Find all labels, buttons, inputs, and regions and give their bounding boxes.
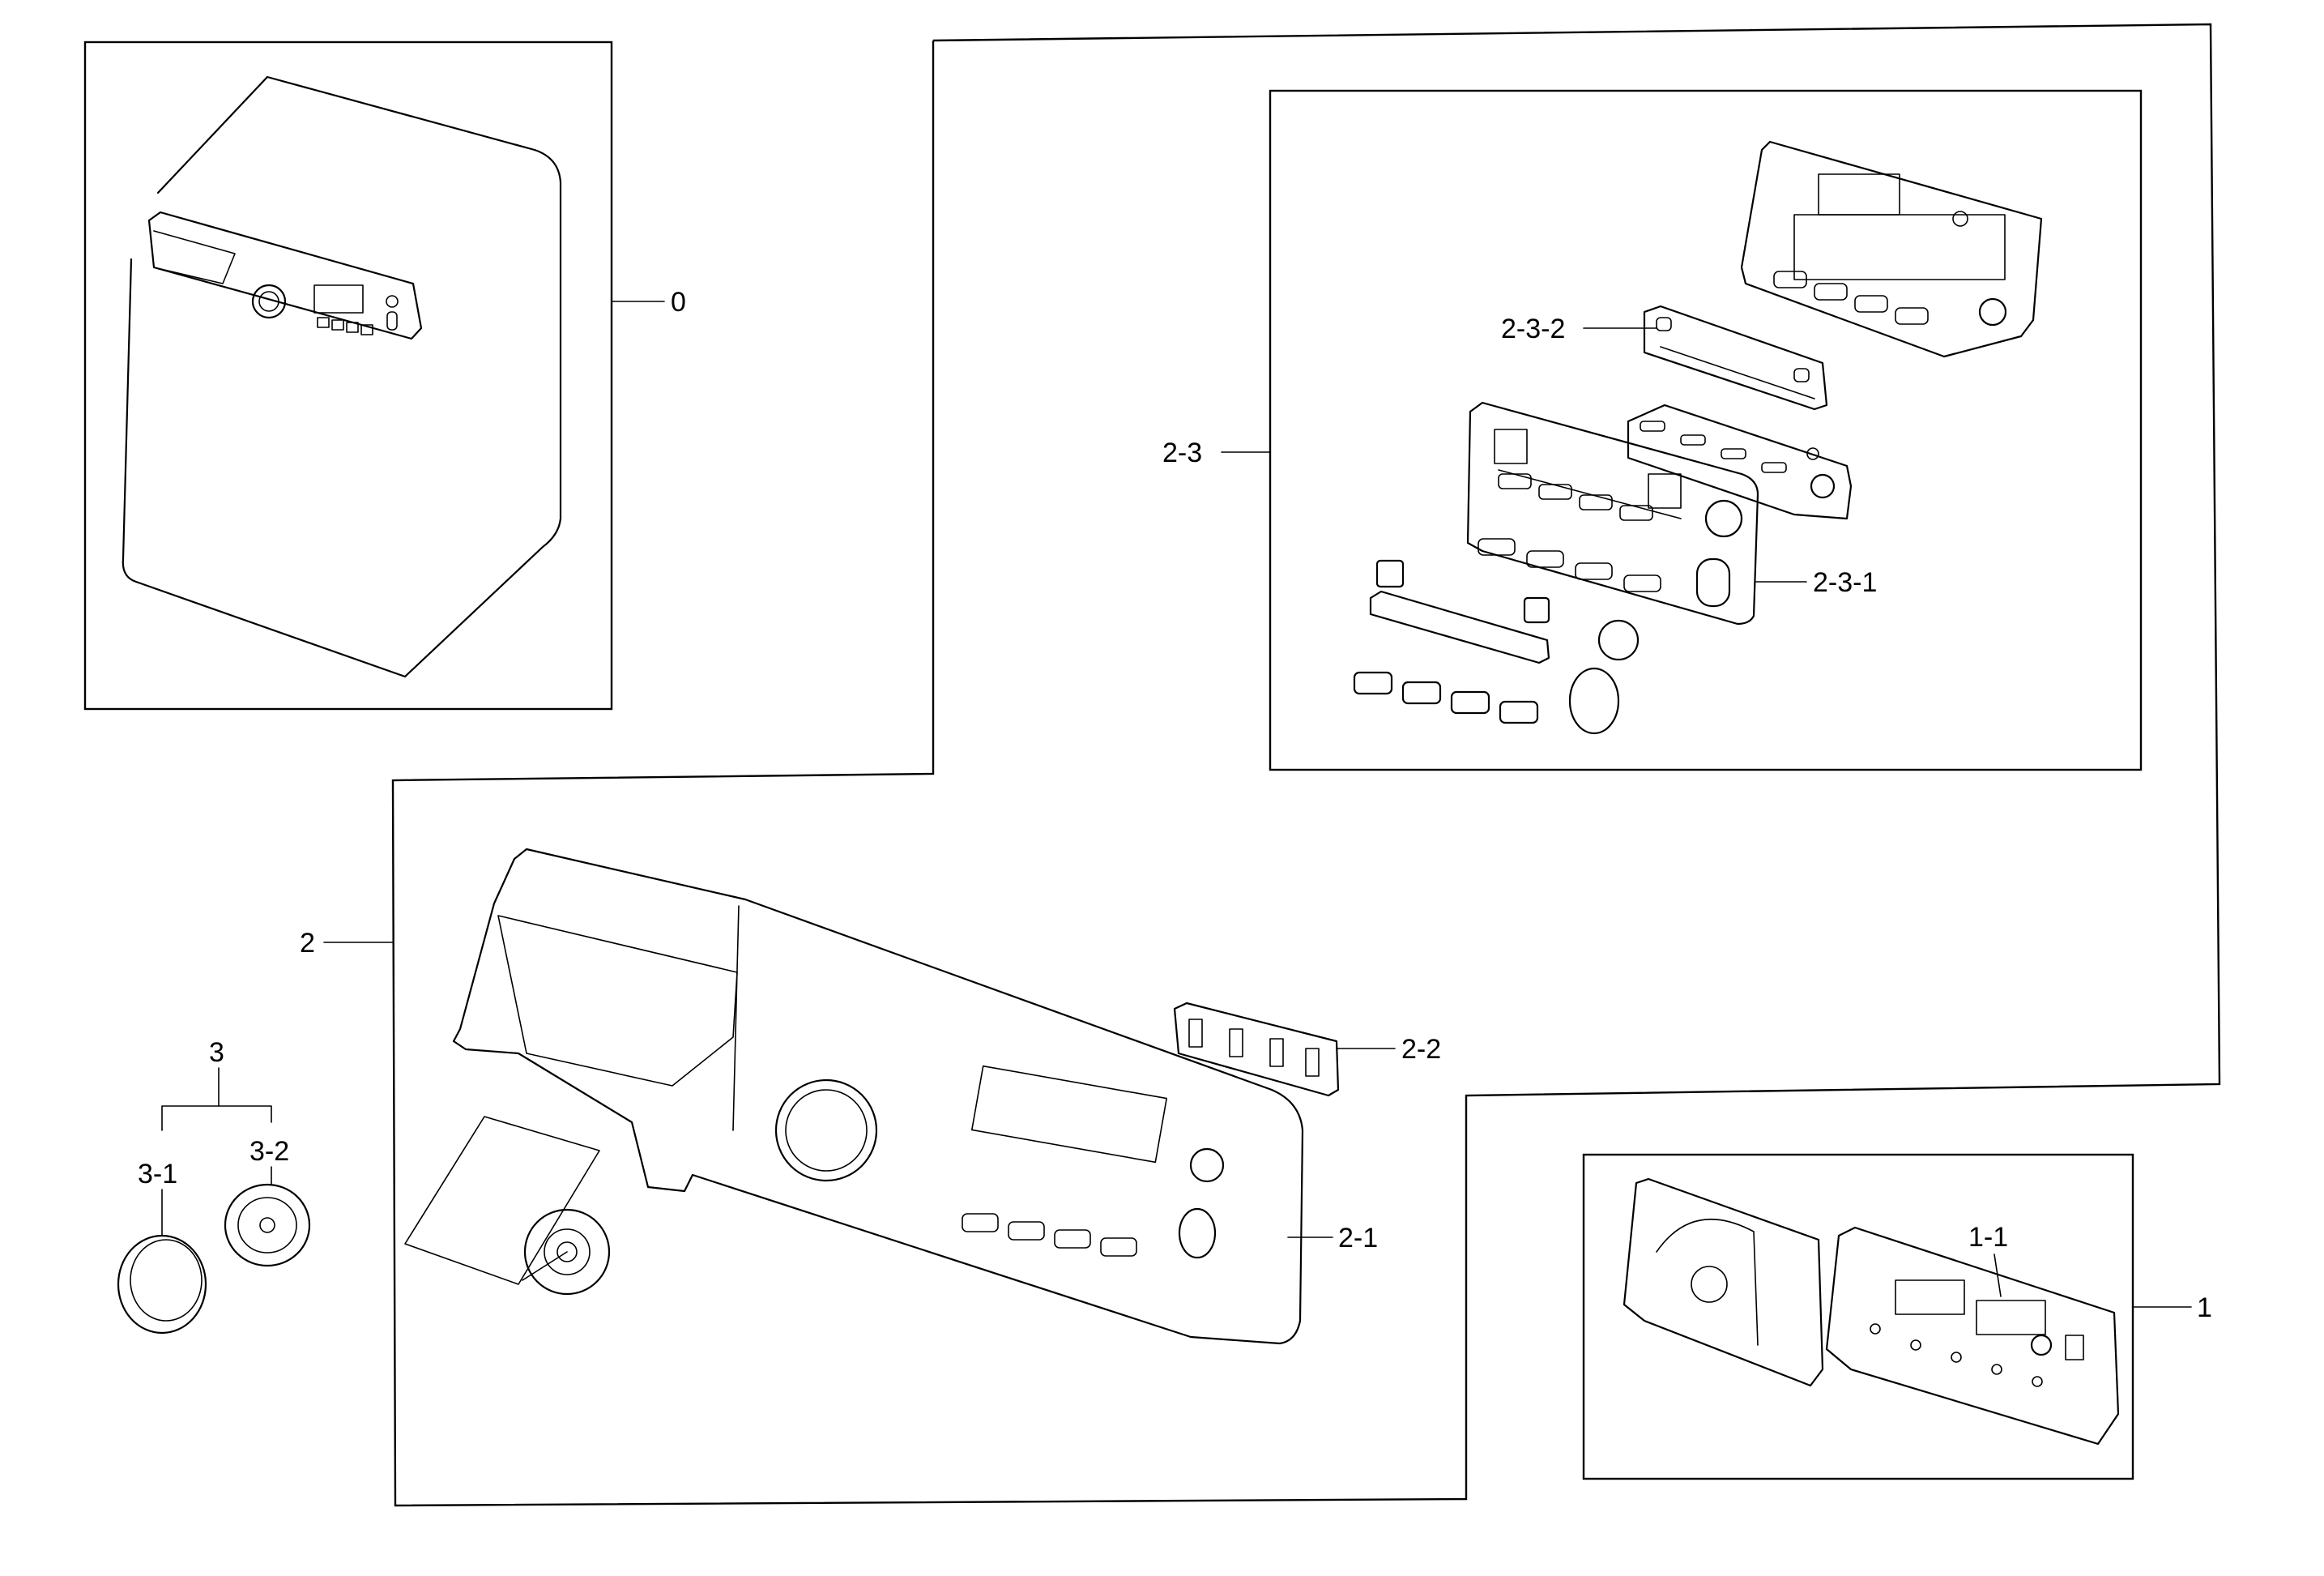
pcb-bracket-illustration — [1740, 140, 2043, 358]
encoder-knob-illustration — [404, 1116, 611, 1296]
cabinet-illustration — [122, 75, 562, 678]
callout-2-3: 2-3 — [1162, 438, 1202, 468]
frame-part-1 — [1582, 1153, 2134, 1480]
callout-3-1: 3-1 — [138, 1159, 177, 1189]
callout-0: 0 — [671, 287, 686, 318]
display-window-frame-illustration — [1466, 401, 1759, 626]
leader-3-bracket-right — [218, 1105, 272, 1123]
frame-part-2-3 — [391, 23, 2221, 1507]
callout-1-1: 1-1 — [1968, 1222, 2008, 1253]
led-holder-illustration — [1627, 404, 1853, 520]
frame-part-2-3-inner — [1269, 89, 2143, 771]
callout-2: 2 — [300, 928, 315, 959]
frame-part-0 — [83, 41, 613, 711]
knob-illustration — [117, 1183, 311, 1335]
display-window-illustration — [1173, 1002, 1340, 1097]
callout-2-3-2: 2-3-2 — [1501, 314, 1565, 344]
leader-3-bracket — [161, 1067, 220, 1131]
leader-1-1 — [1994, 1254, 2002, 1297]
callout-1: 1 — [2197, 1292, 2212, 1323]
control-panel-illustration — [452, 848, 1304, 1345]
callout-3: 3 — [209, 1037, 224, 1068]
main-pcb-illustration — [1623, 1177, 2120, 1446]
key-rubber-strip-illustration — [1643, 305, 1828, 411]
callout-3-2: 3-2 — [249, 1136, 289, 1167]
buttons-and-knob-cap-illustration — [1353, 559, 1640, 735]
callout-2-1: 2-1 — [1338, 1223, 1378, 1254]
callout-2-3-1: 2-3-1 — [1813, 567, 1877, 598]
callout-2-2: 2-2 — [1401, 1034, 1441, 1065]
